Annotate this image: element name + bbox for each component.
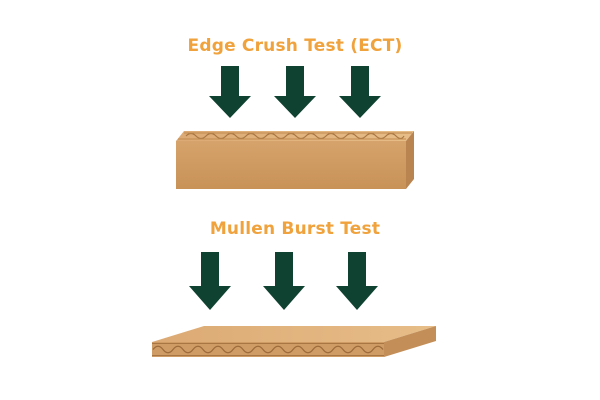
ect-cardboard-block — [176, 131, 414, 189]
mullen-cardboard-sheet — [152, 326, 436, 357]
arrow-down-icon — [274, 66, 316, 118]
arrow-down-icon — [339, 66, 381, 118]
ect-title: Edge Crush Test (ECT) — [187, 36, 403, 56]
arrow-down-icon — [189, 252, 231, 310]
ect-arrow-group — [209, 66, 381, 118]
mullen-title: Mullen Burst Test — [209, 219, 381, 239]
flute-pattern — [185, 132, 405, 140]
mullen-arrow-group — [189, 252, 378, 310]
arrow-down-icon — [336, 252, 378, 310]
arrow-down-icon — [263, 252, 305, 310]
flute-pattern — [152, 345, 384, 354]
arrow-down-icon — [209, 66, 251, 118]
